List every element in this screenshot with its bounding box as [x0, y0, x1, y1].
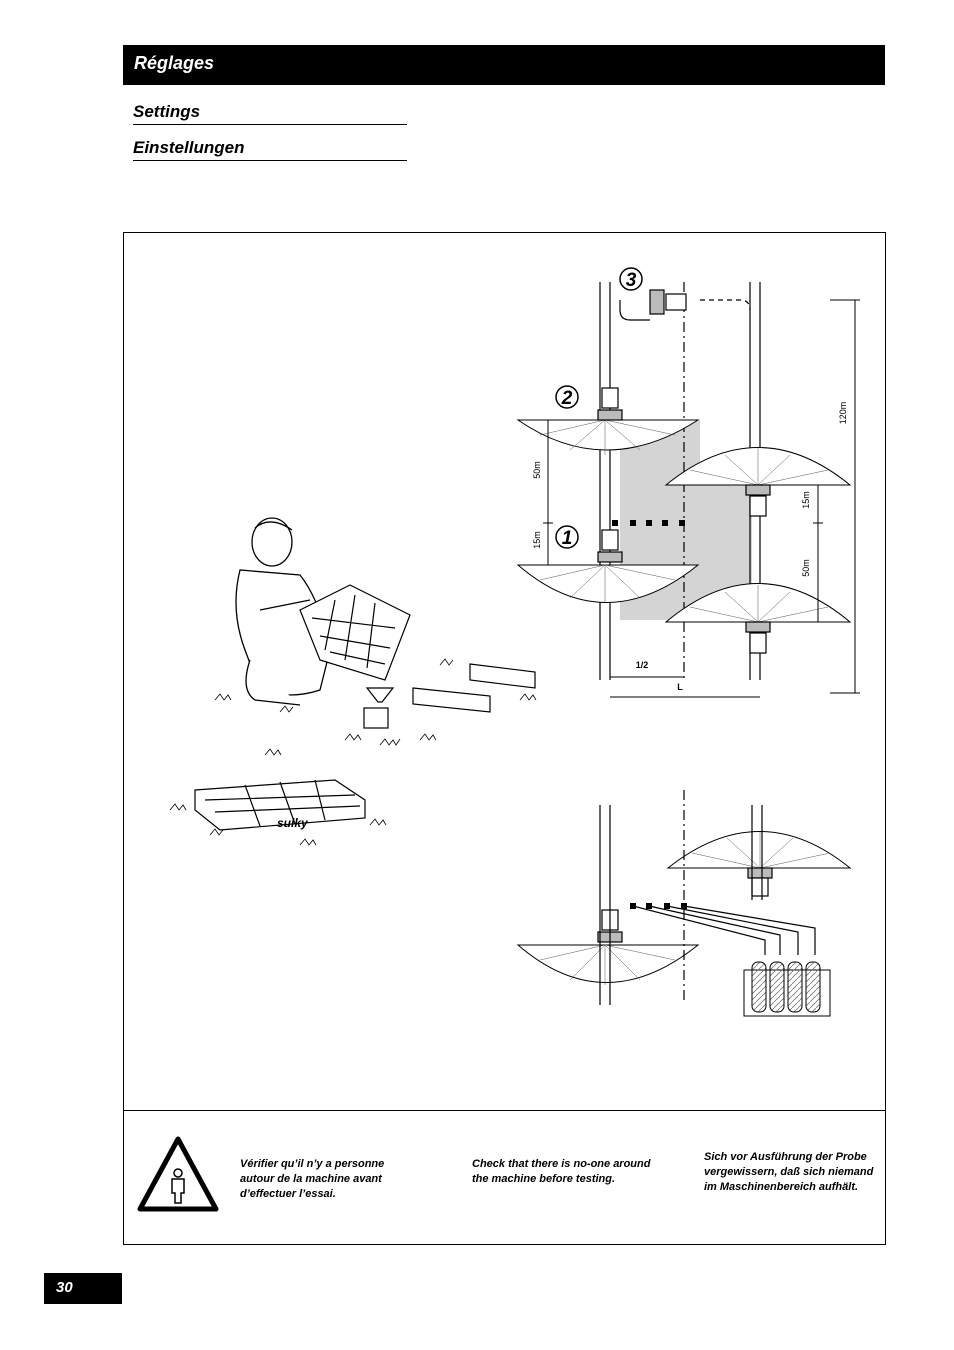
- dim-15m-right: 15m: [801, 491, 811, 509]
- tray-brand-label: sulky: [277, 816, 309, 830]
- page-number-box: 30: [44, 1273, 122, 1304]
- illustration-frame: [123, 232, 886, 1245]
- subtitle-settings: Settings: [133, 102, 407, 125]
- dimension-lines: [543, 299, 860, 698]
- page-title: Réglages: [134, 53, 215, 73]
- ground-tray: [194, 663, 536, 831]
- seed-tray: [299, 584, 411, 681]
- dim-50m-left: 50m: [532, 461, 542, 479]
- sample-tubes: [743, 961, 831, 1017]
- step-label-2: 2: [561, 388, 573, 409]
- operator-illustration: [235, 517, 331, 706]
- warning-text-de: Sich vor Ausführung der Probe vergewisse…: [704, 1151, 874, 1193]
- dim-length: L: [677, 682, 683, 692]
- dim-120m: 120m: [838, 402, 848, 425]
- dim-15m-left: 15m: [532, 531, 542, 549]
- dim-half: 1/2: [636, 660, 649, 670]
- warning-person-icon: [137, 1136, 219, 1212]
- step-label-1: 1: [562, 528, 573, 549]
- funnel: [363, 687, 395, 729]
- subtitle-einstellungen: Einstellungen: [133, 138, 407, 161]
- header-bar: Réglages: [123, 45, 885, 85]
- section-divider: [123, 1110, 886, 1111]
- step-label-3: 3: [626, 270, 637, 291]
- page-number: 30: [56, 1279, 73, 1296]
- warning-text-fr: Vérifier qu’il n’y a personne autour de …: [240, 1158, 385, 1200]
- warning-text-en: Check that there is no-one around the ma…: [472, 1158, 651, 1185]
- dim-50m-right: 50m: [801, 559, 811, 577]
- step-circle: [555, 267, 643, 549]
- grass: [169, 658, 537, 846]
